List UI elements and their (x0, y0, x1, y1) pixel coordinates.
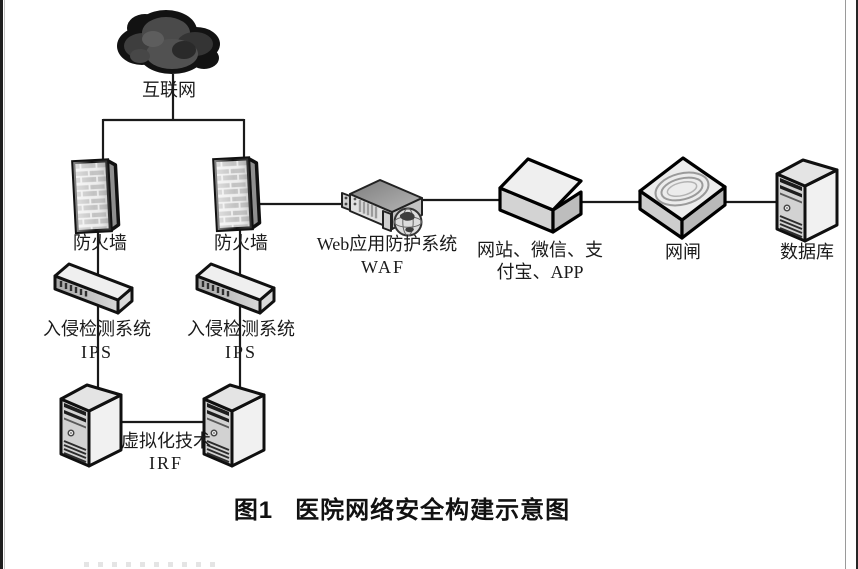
cut-off-text-remnant (84, 562, 216, 567)
internet-label: 互联网 (142, 80, 196, 100)
waf-label-line2: WAF (360, 257, 405, 277)
database-tower-icon (775, 158, 839, 243)
ips-right-icon (195, 262, 276, 315)
server-right-icon (202, 383, 266, 468)
virtualization-label-line1: 虚拟化技术 (121, 431, 211, 451)
connection-lines (96, 74, 779, 424)
firewall-right-label: 防火墙 (214, 233, 268, 253)
ips-left-label-line1: 入侵检测系统 (43, 319, 151, 339)
network-gap-icon (638, 156, 727, 240)
page-edge-right (856, 0, 858, 569)
ips-left-icon (53, 262, 134, 315)
ips-left-label-line2: IPS (80, 342, 113, 362)
globe-icon (393, 207, 423, 237)
firewall-left-label: 防火墙 (73, 233, 127, 253)
firewall-left-icon (71, 158, 121, 235)
channels-label-line1: 网站、微信、支 (477, 240, 603, 260)
channels-label-line2: 付宝、APP (496, 262, 584, 282)
figure-caption: 图1 医院网络安全构建示意图 (152, 490, 652, 525)
waf-label-line1: Web应用防护系统 (316, 234, 458, 254)
server-left-icon (59, 383, 123, 468)
page-rule-left (4, 0, 5, 569)
ips-right-label-line1: 入侵检测系统 (187, 319, 295, 339)
channels-box-icon (498, 157, 583, 234)
figure-caption-number: 图1 (233, 497, 274, 524)
waf-appliance-icon (341, 179, 423, 237)
ips-right-label-line2: IPS (224, 342, 257, 362)
page-rule-right (845, 0, 846, 569)
database-label: 数据库 (780, 242, 834, 262)
virtualization-label-line2: IRF (148, 453, 183, 473)
internet-cloud-icon (117, 10, 220, 74)
figure-caption-title: 医院网络安全构建示意图 (295, 497, 571, 524)
firewall-right-icon (212, 156, 262, 233)
page-edge-left (0, 0, 3, 569)
network-gap-label: 网闸 (665, 242, 701, 262)
